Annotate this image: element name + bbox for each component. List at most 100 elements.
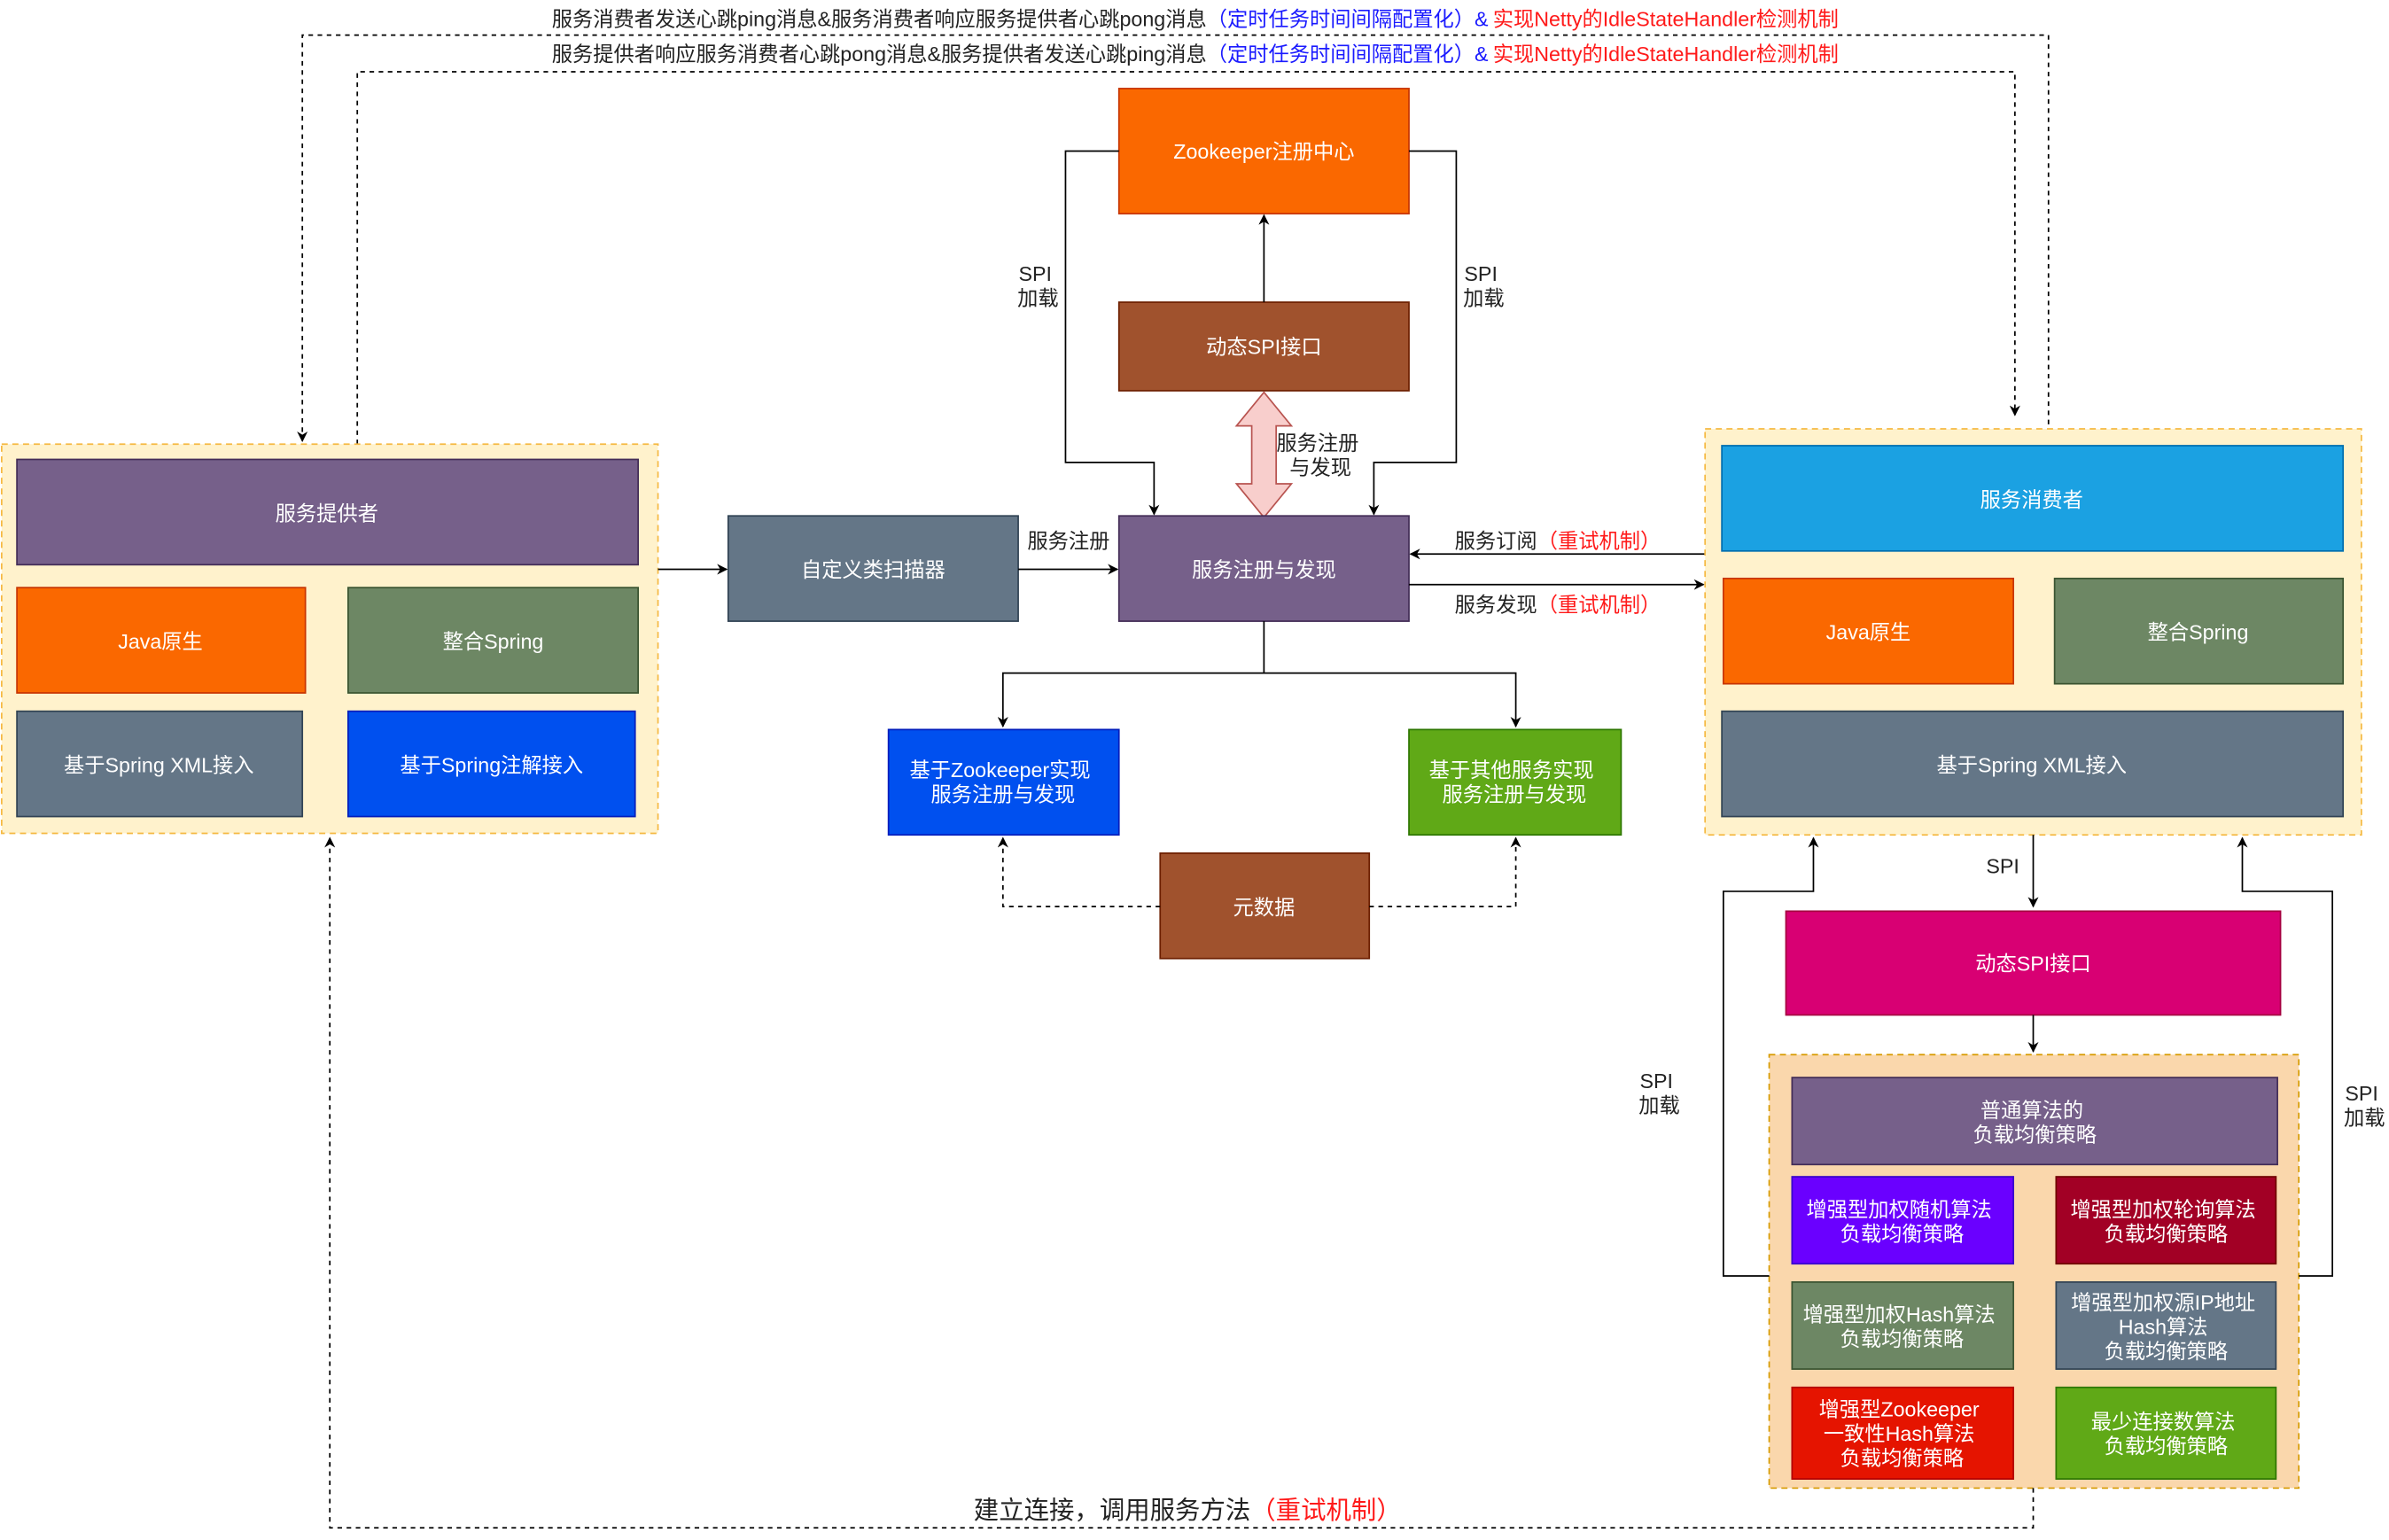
lb-normal-box[interactable]: 普通算法的 负载均衡策略 bbox=[1791, 1077, 2278, 1166]
provider-java-native-box[interactable]: Java原生 bbox=[16, 587, 307, 694]
service-discovery-retry: （重试机制） bbox=[1537, 594, 1661, 617]
spi-load-left-label: SPI 加载 bbox=[1017, 262, 1059, 310]
heartbeat-note-consumer-amp: & bbox=[1475, 7, 1489, 30]
heartbeat-note-provider-config: （定时任务时间间隔配置化） bbox=[1207, 43, 1475, 66]
metadata-label: 元数据 bbox=[1233, 896, 1295, 919]
lb-normal-label: 普通算法的 负载均衡策略 bbox=[1973, 1099, 2097, 1147]
spi-load-right-line bbox=[1368, 150, 1458, 516]
spi-load-left-line-1: SPI bbox=[1018, 262, 1051, 285]
consumer-title: 服务消费者 bbox=[1980, 488, 2083, 511]
spi-load-right-line-2: 加载 bbox=[1463, 286, 1505, 309]
connection-label-main: 建立连接，调用服务方法 bbox=[974, 1497, 1250, 1525]
consumer-spring-xml-box[interactable]: 基于Spring XML接入 bbox=[1721, 710, 2345, 818]
heartbeat-note-provider-netty: 实现Netty的IdleStateHandler检测机制 bbox=[1493, 43, 1839, 66]
lb-spi-load-left-line-2: 加载 bbox=[1638, 1094, 1680, 1117]
lb-weighted-round-robin-line-1: 增强型加权轮询算法 bbox=[2071, 1198, 2256, 1221]
metadata-to-zk-arrow bbox=[997, 836, 1161, 908]
service-registration-label: 服务注册 bbox=[1027, 529, 1109, 552]
connection-label: 建立连接，调用服务方法（重试机制） bbox=[974, 1497, 1402, 1525]
lb-source-ip-hash-line-1: 增强型加权源IP地址 bbox=[2071, 1291, 2255, 1314]
lb-weighted-hash-box[interactable]: 增强型加权Hash算法 负载均衡策略 bbox=[1791, 1281, 2014, 1370]
lb-spi-load-left-label: SPI 加载 bbox=[1638, 1069, 1680, 1117]
lb-zookeeper-line-2: 一致性Hash算法 bbox=[1824, 1422, 1975, 1445]
lb-spi-load-right-line bbox=[2237, 836, 2333, 1277]
registry-fork-line-right bbox=[1264, 672, 1521, 728]
heartbeat-loop-inner bbox=[356, 71, 2020, 445]
lb-source-ip-hash-line-2: Hash算法 bbox=[2119, 1315, 2208, 1338]
provider-java-native-label: Java原生 bbox=[118, 630, 203, 653]
provider-title-box[interactable]: 服务提供者 bbox=[16, 458, 640, 566]
heartbeat-note-consumer-config: （定时任务时间间隔配置化） bbox=[1207, 7, 1475, 30]
provider-spring-annotation-box[interactable]: 基于Spring注解接入 bbox=[347, 710, 636, 818]
consumer-java-native-box[interactable]: Java原生 bbox=[1722, 577, 2014, 685]
lb-zookeeper-box[interactable]: 增强型Zookeeper 一致性Hash算法 负载均衡策略 bbox=[1791, 1386, 2014, 1480]
zk-impl-box[interactable]: 基于Zookeeper实现 服务注册与发现 bbox=[887, 728, 1120, 836]
spi-load-right-label: SPI 加载 bbox=[1463, 262, 1505, 310]
dynamic-spi-right-box[interactable]: 动态SPI接口 bbox=[1785, 910, 2282, 1016]
lb-spi-load-right-line-2: 加载 bbox=[2344, 1106, 2385, 1129]
service-subscription-text: 服务订阅 bbox=[1455, 529, 1537, 552]
consumer-spring-box[interactable]: 整合Spring bbox=[2053, 577, 2345, 685]
other-impl-label: 基于其他服务实现 服务注册与发现 bbox=[1429, 758, 1599, 806]
lb-least-connections-box[interactable]: 最少连接数算法 负载均衡策略 bbox=[2055, 1386, 2277, 1480]
lb-weighted-hash-line-1: 增强型加权Hash算法 bbox=[1803, 1303, 1996, 1326]
lb-weighted-random-line-1: 增强型加权随机算法 bbox=[1807, 1198, 1992, 1221]
connection-loop bbox=[324, 836, 2035, 1529]
service-discovery-text: 服务发现 bbox=[1455, 594, 1537, 617]
lb-spi-load-right-line-1: SPI bbox=[2345, 1082, 2377, 1105]
lb-source-ip-hash-line-3: 负载均衡策略 bbox=[2105, 1340, 2229, 1363]
consumer-spring-label: 整合Spring bbox=[2148, 621, 2249, 644]
zookeeper-registry-box[interactable]: Zookeeper注册中心 bbox=[1117, 88, 1410, 215]
provider-spring-annotation-label: 基于Spring注解接入 bbox=[400, 754, 583, 777]
spi-label: SPI bbox=[1986, 854, 2019, 877]
service-discovery-label: 服务发现（重试机制） bbox=[1455, 594, 1661, 617]
dynamic-spi-top-box[interactable]: 动态SPI接口 bbox=[1117, 301, 1410, 392]
srd-line-1: 服务注册 bbox=[1276, 432, 1358, 455]
other-impl-line-2: 服务注册与发现 bbox=[1442, 782, 1586, 805]
service-registration-discovery-label: 服务注册 与发现 bbox=[1276, 432, 1364, 479]
lb-zookeeper-label: 增强型Zookeeper 一致性Hash算法 负载均衡策略 bbox=[1819, 1397, 1985, 1469]
heartbeat-note-consumer-main: 服务消费者发送心跳ping消息&服务消费者响应服务提供者心跳pong消息 bbox=[552, 7, 1207, 30]
other-impl-box[interactable]: 基于其他服务实现 服务注册与发现 bbox=[1408, 728, 1622, 836]
heartbeat-note-provider-amp: & bbox=[1475, 43, 1489, 66]
heartbeat-loop-outer bbox=[297, 34, 2050, 443]
lb-weighted-hash-label: 增强型加权Hash算法 负载均衡策略 bbox=[1803, 1303, 2001, 1351]
lb-spi-load-right-label: SPI 加载 bbox=[2344, 1082, 2385, 1130]
provider-spring-xml-box[interactable]: 基于Spring XML接入 bbox=[16, 710, 304, 818]
lb-spi-load-left-line bbox=[1722, 836, 1819, 1277]
zk-impl-line-1: 基于Zookeeper实现 bbox=[910, 758, 1091, 782]
custom-scanner-box[interactable]: 自定义类扫描器 bbox=[727, 515, 1019, 622]
lb-zookeeper-line-1: 增强型Zookeeper bbox=[1819, 1397, 1980, 1420]
provider-spring-box[interactable]: 整合Spring bbox=[347, 587, 640, 694]
heartbeat-note-consumer: 服务消费者发送心跳ping消息&服务消费者响应服务提供者心跳pong消息（定时任… bbox=[552, 7, 1839, 30]
service-subscription-retry: （重试机制） bbox=[1537, 529, 1661, 552]
provider-spring-label: 整合Spring bbox=[443, 630, 544, 653]
lb-least-connections-line-2: 负载均衡策略 bbox=[2105, 1435, 2229, 1458]
consumer-java-native-label: Java原生 bbox=[1826, 621, 1911, 644]
dynamic-spi-top-label: 动态SPI接口 bbox=[1206, 336, 1321, 359]
zookeeper-registry-label: Zookeeper注册中心 bbox=[1173, 140, 1354, 163]
registry-discovery-box[interactable]: 服务注册与发现 bbox=[1117, 515, 1410, 622]
registry-fork-line bbox=[997, 621, 1265, 728]
lb-zookeeper-line-3: 负载均衡策略 bbox=[1840, 1447, 1965, 1470]
lb-weighted-round-robin-label: 增强型加权轮询算法 负载均衡策略 bbox=[2071, 1198, 2262, 1246]
lb-weighted-random-line-2: 负载均衡策略 bbox=[1840, 1222, 1965, 1245]
consumer-title-box[interactable]: 服务消费者 bbox=[1721, 445, 2345, 552]
heartbeat-note-consumer-netty: 实现Netty的IdleStateHandler检测机制 bbox=[1493, 7, 1839, 30]
spi-load-left-line bbox=[1064, 150, 1160, 516]
dynamic-spi-right-label: 动态SPI接口 bbox=[1975, 953, 2090, 976]
provider-spring-xml-label: 基于Spring XML接入 bbox=[64, 754, 253, 777]
lb-weighted-round-robin-box[interactable]: 增强型加权轮询算法 负载均衡策略 bbox=[2055, 1176, 2277, 1265]
zk-impl-label: 基于Zookeeper实现 服务注册与发现 bbox=[910, 758, 1097, 806]
lb-weighted-random-box[interactable]: 增强型加权随机算法 负载均衡策略 bbox=[1791, 1176, 2014, 1265]
srd-line-2: 与发现 bbox=[1289, 456, 1351, 479]
spi-registry-double-arrow bbox=[1234, 391, 1294, 519]
metadata-to-other-arrow bbox=[1369, 836, 1521, 908]
service-subscription-label: 服务订阅（重试机制） bbox=[1455, 529, 1661, 552]
zk-impl-line-2: 服务注册与发现 bbox=[930, 782, 1075, 805]
lb-source-ip-hash-label: 增强型加权源IP地址 Hash算法 负载均衡策略 bbox=[2071, 1291, 2261, 1363]
metadata-box[interactable]: 元数据 bbox=[1159, 852, 1371, 960]
lb-source-ip-hash-box[interactable]: 增强型加权源IP地址 Hash算法 负载均衡策略 bbox=[2055, 1281, 2277, 1370]
spi-load-right-line-1: SPI bbox=[1464, 262, 1497, 285]
